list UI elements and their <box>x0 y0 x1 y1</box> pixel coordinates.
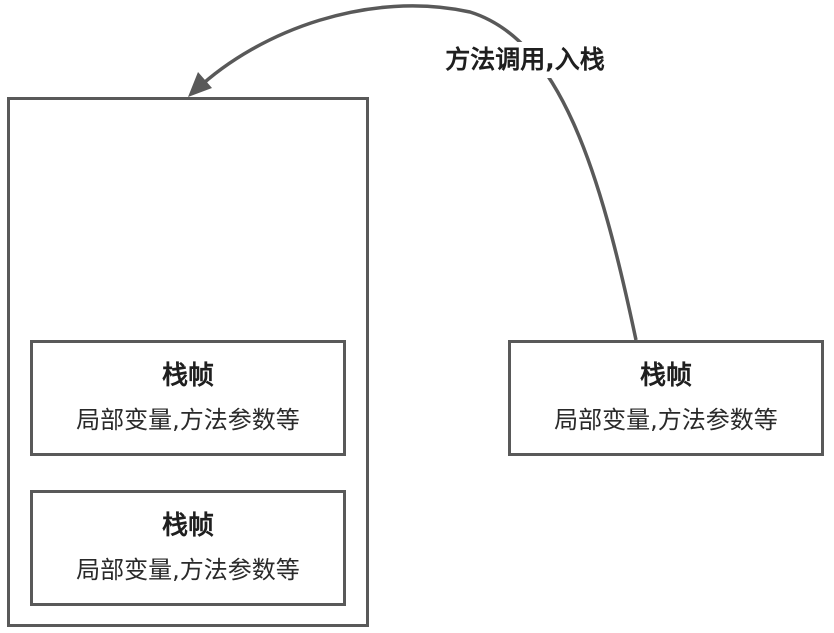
stack-frame-description: 局部变量,方法参数等 <box>76 556 300 584</box>
incoming-stack-frame: 栈帧 局部变量,方法参数等 <box>508 340 824 456</box>
stack-frame: 栈帧 局部变量,方法参数等 <box>30 490 346 606</box>
stack-frame-description: 局部变量,方法参数等 <box>76 406 300 434</box>
push-arrow-head <box>188 72 212 97</box>
stack-frame: 栈帧 局部变量,方法参数等 <box>30 340 346 456</box>
stack-frame-title: 栈帧 <box>161 511 214 541</box>
incoming-stack-frame-description: 局部变量,方法参数等 <box>554 406 778 434</box>
stack-frame-title: 栈帧 <box>161 361 214 391</box>
incoming-stack-frame-title: 栈帧 <box>639 361 692 391</box>
push-arrow-label: 方法调用,入栈 <box>430 42 620 78</box>
